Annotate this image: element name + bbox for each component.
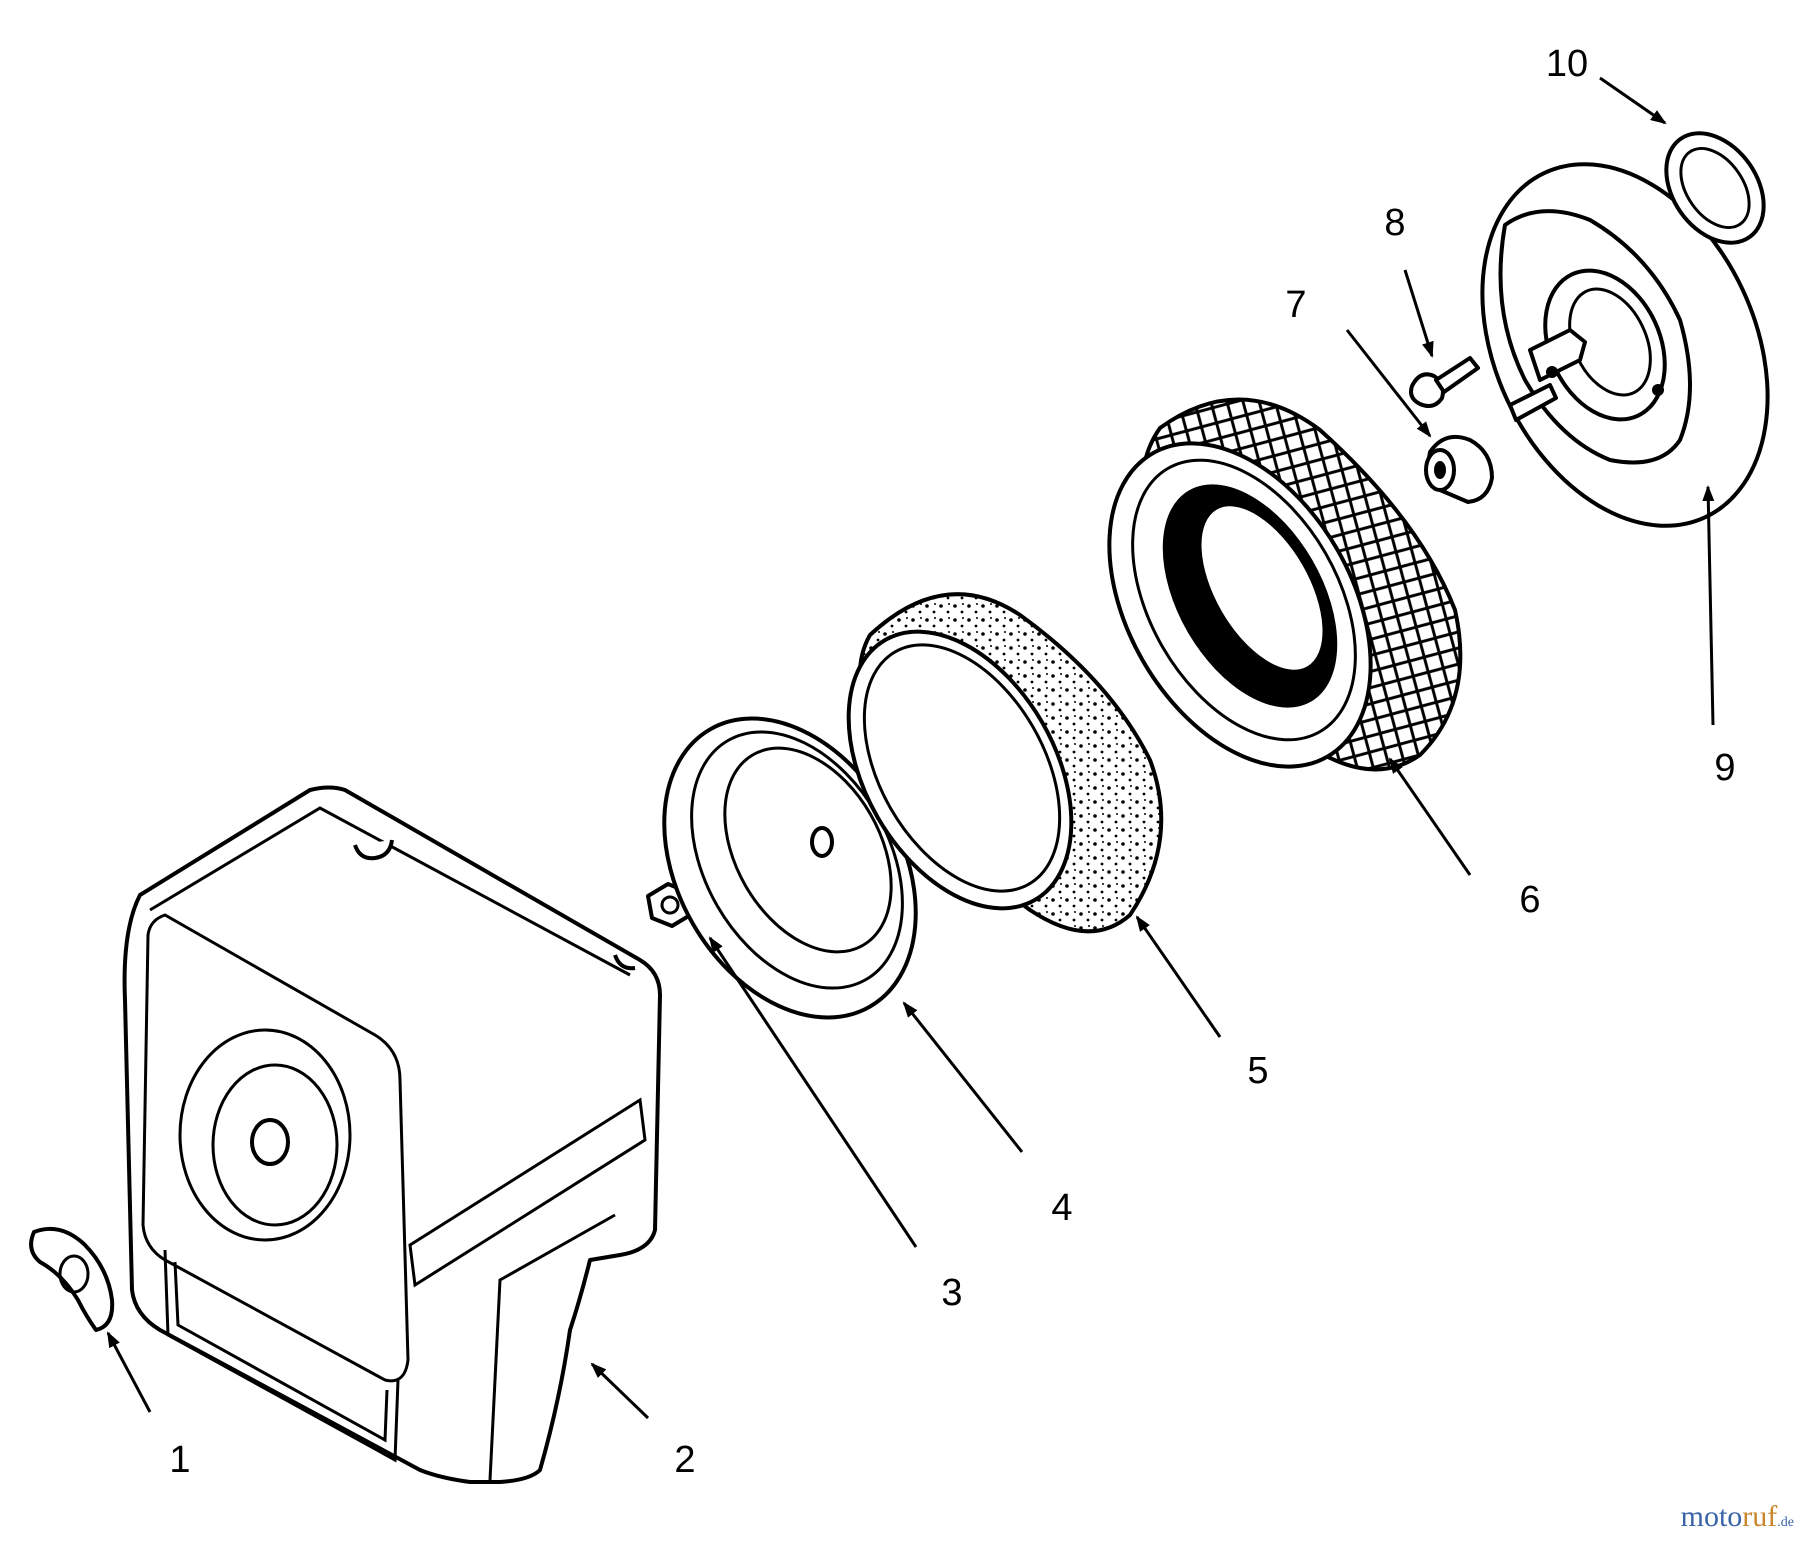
callout-3: 3 bbox=[941, 1272, 962, 1314]
part-7-spacer bbox=[1424, 435, 1494, 504]
leader-2 bbox=[590, 1362, 650, 1420]
watermark-brand-a: moto bbox=[1680, 1500, 1743, 1533]
leader-5 bbox=[1135, 915, 1222, 1038]
part-10-gasket-ring bbox=[1664, 131, 1766, 245]
leader-6 bbox=[1388, 757, 1472, 876]
leader-7 bbox=[1345, 329, 1432, 438]
callout-1: 1 bbox=[169, 1439, 190, 1481]
leader-lines bbox=[106, 76, 1715, 1420]
leader-8 bbox=[1403, 269, 1434, 358]
callout-4: 4 bbox=[1051, 1187, 1072, 1229]
part-1-wing-clip bbox=[29, 1227, 115, 1332]
watermark-brand-b: ruf bbox=[1742, 1500, 1778, 1533]
callout-7: 7 bbox=[1285, 284, 1306, 326]
part-5-foam-precleaner bbox=[846, 592, 1164, 934]
leader-4 bbox=[902, 1001, 1024, 1153]
leader-10 bbox=[1599, 76, 1667, 125]
callout-9: 9 bbox=[1714, 747, 1735, 789]
watermark-suffix: .de bbox=[1777, 1515, 1794, 1530]
leader-1 bbox=[106, 1331, 152, 1413]
leader-9 bbox=[1702, 485, 1715, 726]
part-8-screw bbox=[1409, 356, 1480, 408]
callout-5: 5 bbox=[1247, 1050, 1268, 1092]
part-6-paper-filter bbox=[1107, 397, 1463, 772]
callout-10: 10 bbox=[1546, 43, 1588, 85]
leader-3 bbox=[708, 936, 918, 1248]
callout-6: 6 bbox=[1519, 879, 1540, 921]
part-2-cover-housing bbox=[122, 785, 662, 1484]
part-9-back-plate bbox=[1480, 162, 1770, 528]
watermark-logo: motoruf.de bbox=[1681, 1500, 1794, 1534]
callout-labels: 1 2 3 4 5 6 7 8 9 10 bbox=[169, 43, 1735, 1481]
callout-8: 8 bbox=[1384, 202, 1405, 244]
callout-2: 2 bbox=[674, 1439, 695, 1481]
